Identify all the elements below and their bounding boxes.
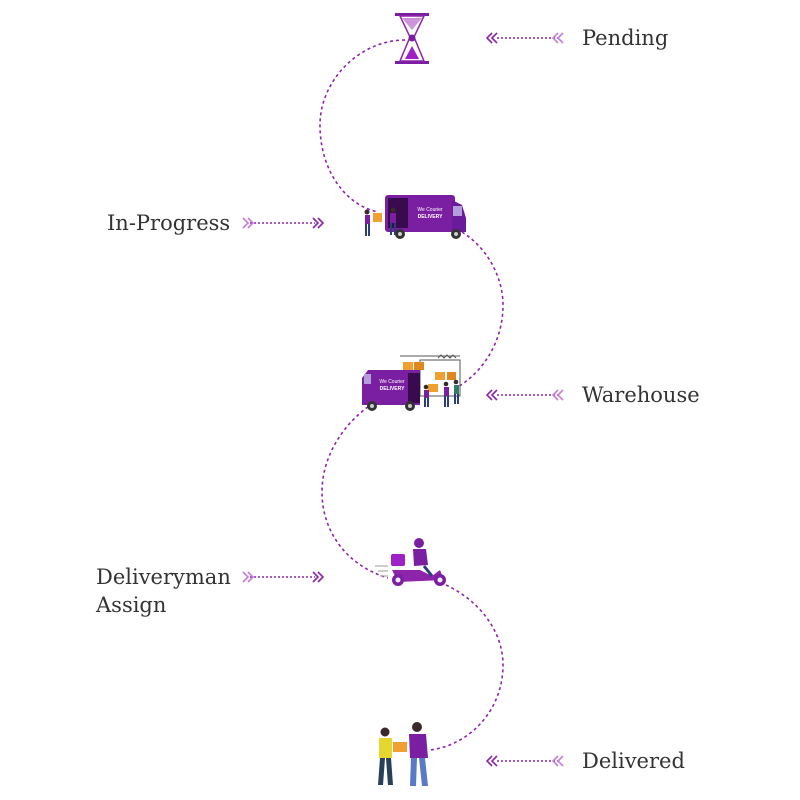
van-delivery-text: DELIVERY [418, 214, 443, 220]
chevron-left-icon [485, 389, 498, 401]
connector-in-progress [242, 217, 325, 229]
van-brand-text: We Courier [417, 207, 443, 213]
chevron-left-icon [551, 389, 564, 401]
step-label-deliveryman-line2: Assign [96, 593, 167, 617]
connector-deliveryman [242, 571, 325, 583]
chevron-left-icon [551, 755, 564, 767]
chevron-left-icon [485, 32, 498, 44]
delivery-van-loading-icon: We Courier DELIVERY [364, 195, 466, 239]
van-delivery-text: DELIVERY [380, 386, 405, 392]
warehouse-van-icon: We Courier DELIVERY [362, 354, 461, 411]
step-label-pending: Pending [582, 26, 669, 50]
van-brand-text: We Courier [379, 379, 405, 385]
connector-pending [485, 32, 564, 44]
timeline-path [319, 39, 504, 751]
connector-warehouse [485, 389, 564, 401]
step-label-in-progress: In-Progress [107, 211, 231, 235]
chevron-right-icon [242, 217, 255, 229]
hourglass-icon [395, 13, 429, 64]
chevron-left-icon [551, 32, 564, 44]
package-handover-icon [378, 722, 428, 786]
chevron-right-icon [312, 571, 325, 583]
chevron-left-icon [485, 755, 498, 767]
chevron-right-icon [312, 217, 325, 229]
chevron-right-icon [242, 571, 255, 583]
connector-delivered [485, 755, 564, 767]
step-label-delivered: Delivered [582, 749, 685, 773]
delivery-scooter-icon [375, 538, 446, 586]
step-label-warehouse: Warehouse [582, 383, 700, 407]
step-label-deliveryman-line1: Deliveryman [96, 565, 231, 589]
